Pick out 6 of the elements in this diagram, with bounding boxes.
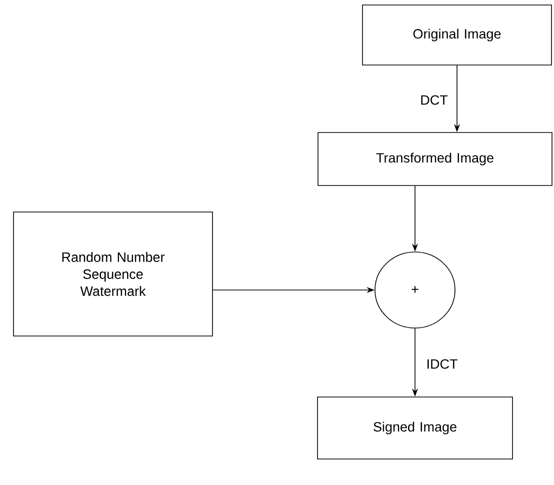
process-box: Random Number Sequence Watermark [13,212,213,336]
process-box: Original Image [362,4,552,66]
edge-label: DCT [419,94,449,106]
process-box: Transformed Image [318,132,552,186]
process-box: Signed Image [317,396,513,460]
edge-label: IDCT [425,358,459,370]
